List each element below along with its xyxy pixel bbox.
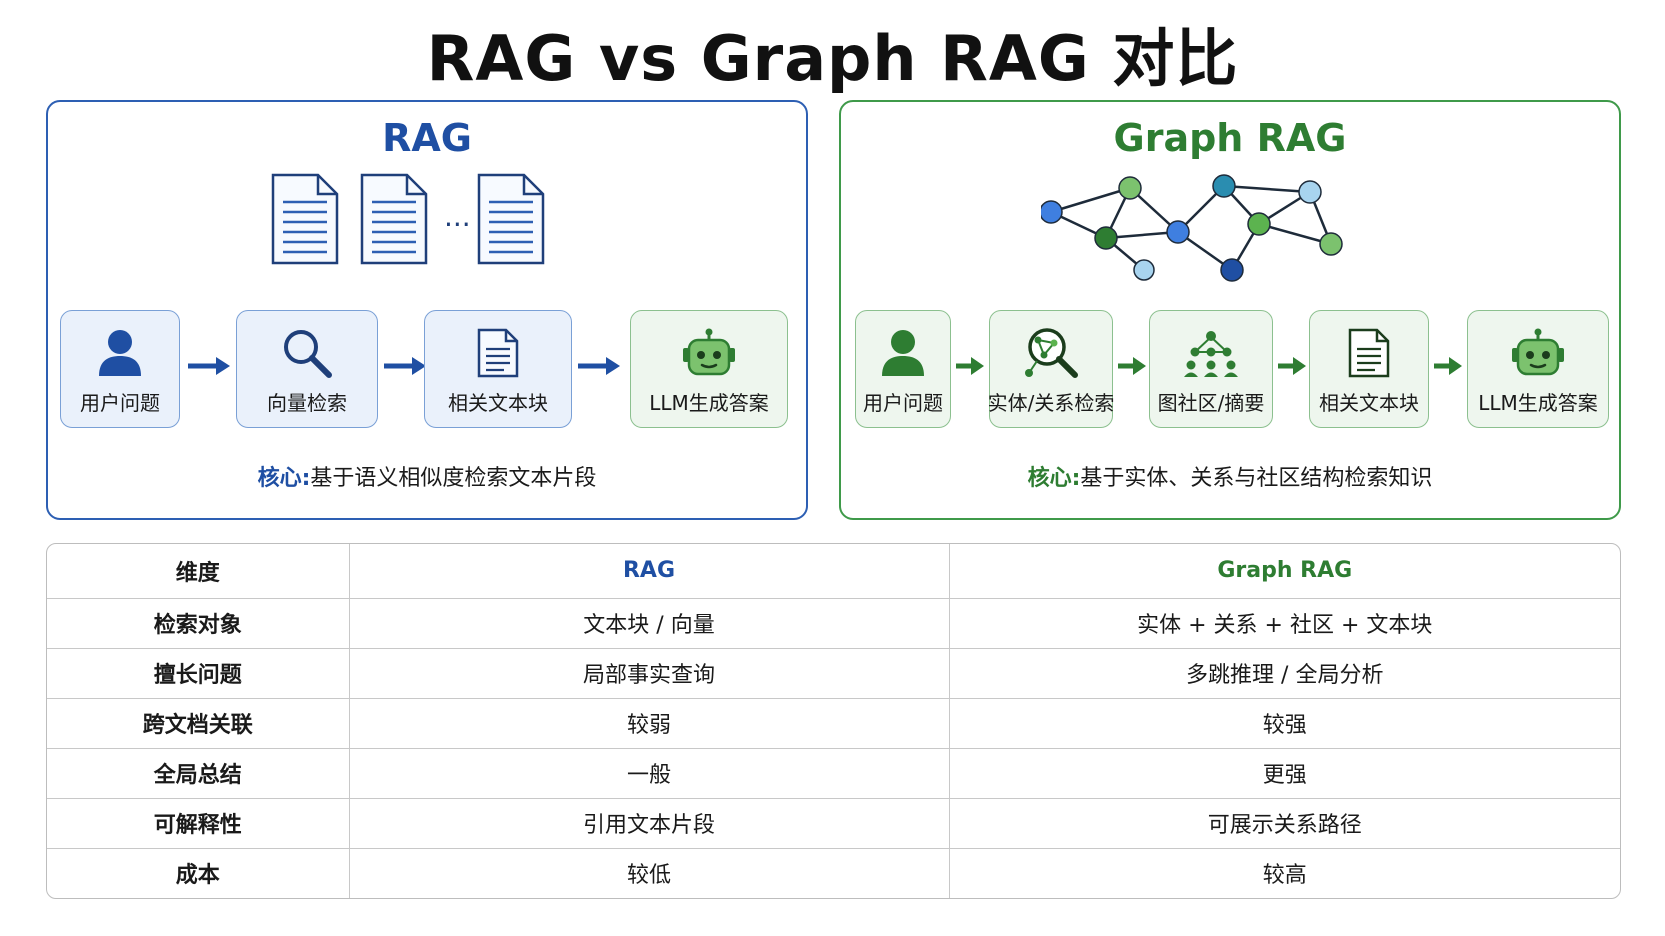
graph-node (1041, 200, 1063, 224)
rag-core-text: 基于语义相似度检索文本片段 (310, 466, 597, 491)
community-icon (1184, 331, 1238, 377)
arrow-right-icon (956, 357, 984, 375)
graph-rag-panel: Graph RAG (839, 100, 1621, 520)
arrow-right-icon (1118, 357, 1146, 375)
row-rag-value: 局部事实查询 (348, 647, 950, 699)
rag-step-label: 相关文本块 (448, 391, 548, 415)
row-graph-value: 多跳推理 / 全局分析 (948, 647, 1620, 699)
row-rag-value: 较低 (348, 847, 950, 898)
graph-node (1094, 226, 1118, 250)
user-icon (882, 330, 924, 376)
arrow-right-icon (1278, 357, 1306, 375)
document-icon (271, 173, 339, 265)
row-dimension: 可解释性 (47, 797, 350, 849)
graph-node (1298, 180, 1322, 204)
graph-core-key: 核心: (1027, 466, 1081, 491)
graph-step-related-chunks: 相关文本块 (1309, 310, 1429, 428)
arrow-right-icon (578, 357, 620, 375)
graph-node (1220, 258, 1244, 282)
document-icon (477, 328, 519, 378)
row-graph-value: 更强 (948, 747, 1620, 799)
table-row: 成本 较低 较高 (47, 847, 1620, 898)
row-graph-value: 较强 (948, 697, 1620, 749)
row-dimension: 跨文档关联 (47, 697, 350, 749)
rag-step-label: 向量检索 (267, 391, 347, 415)
page-title: RAG vs Graph RAG 对比 (426, 22, 1239, 95)
graph-step-label: 图社区/摘要 (1157, 391, 1265, 415)
graph-step-label: LLM生成答案 (1478, 391, 1598, 415)
graph-node (1212, 174, 1236, 198)
knowledge-graph-illustration (1041, 174, 1343, 282)
rag-panel: RAG ··· 用户问题 (46, 100, 808, 520)
arrow-right-icon (188, 357, 230, 375)
graph-step-label: 相关文本块 (1319, 391, 1419, 415)
rag-core-key: 核心: (257, 466, 311, 491)
ellipsis: ··· (444, 208, 471, 241)
row-dimension: 成本 (47, 847, 350, 898)
row-rag-value: 较弱 (348, 697, 950, 749)
document-icon (477, 173, 545, 265)
rag-core-caption: 核心:基于语义相似度检索文本片段 (48, 460, 806, 492)
table-row: 可解释性 引用文本片段 可展示关系路径 (47, 797, 1620, 849)
graph-step-entity-search: 实体/关系检索 (987, 310, 1115, 428)
graph-rag-panel-title: Graph RAG (1113, 116, 1347, 160)
rag-step-user-question: 用户问题 (60, 310, 180, 428)
graph-step-user-question: 用户问题 (855, 310, 951, 428)
graph-search-icon (1025, 328, 1078, 378)
rag-step-label: 用户问题 (80, 391, 160, 415)
graph-node (1166, 220, 1190, 244)
user-icon (99, 330, 141, 376)
header-rag: RAG (348, 544, 950, 599)
graph-node (1118, 176, 1142, 200)
robot-icon (1512, 328, 1564, 376)
row-rag-value: 文本块 / 向量 (348, 597, 950, 649)
row-rag-value: 引用文本片段 (348, 797, 950, 849)
graph-step-community-summary: 图社区/摘要 (1149, 310, 1273, 428)
graph-node (1319, 232, 1343, 256)
rag-step-label: LLM生成答案 (649, 391, 769, 415)
row-rag-value: 一般 (348, 747, 950, 799)
graph-node (1133, 259, 1155, 281)
graph-step-label: 实体/关系检索 (987, 391, 1115, 415)
row-graph-value: 较高 (948, 847, 1620, 898)
robot-icon (683, 328, 735, 376)
row-dimension: 检索对象 (47, 597, 350, 649)
row-graph-value: 可展示关系路径 (948, 797, 1620, 849)
graph-step-label: 用户问题 (863, 391, 943, 415)
rag-step-llm-answer: LLM生成答案 (630, 310, 788, 428)
header-dimension: 维度 (47, 544, 350, 599)
table-row: 跨文档关联 较弱 较强 (47, 697, 1620, 749)
document-icon (1348, 328, 1390, 378)
row-graph-value: 实体 + 关系 + 社区 + 文本块 (948, 597, 1620, 649)
document-stack: ··· (270, 172, 570, 272)
graph-node (1247, 212, 1271, 236)
row-dimension: 全局总结 (47, 747, 350, 799)
comparison-table: 维度 RAG Graph RAG 检索对象 文本块 / 向量 实体 + 关系 +… (46, 543, 1621, 899)
graph-step-llm-answer: LLM生成答案 (1467, 310, 1609, 428)
graph-core-caption: 核心:基于实体、关系与社区结构检索知识 (841, 460, 1619, 492)
rag-step-vector-search: 向量检索 (236, 310, 378, 428)
arrow-right-icon (1434, 357, 1462, 375)
table-row: 检索对象 文本块 / 向量 实体 + 关系 + 社区 + 文本块 (47, 597, 1620, 649)
table-row: 擅长问题 局部事实查询 多跳推理 / 全局分析 (47, 647, 1620, 699)
table-row: 全局总结 一般 更强 (47, 747, 1620, 799)
document-icon (360, 173, 428, 265)
table-header-row: 维度 RAG Graph RAG (47, 544, 1620, 599)
row-dimension: 擅长问题 (47, 647, 350, 699)
search-icon (284, 330, 332, 378)
graph-core-text: 基于实体、关系与社区结构检索知识 (1080, 466, 1433, 491)
rag-step-related-chunks: 相关文本块 (424, 310, 572, 428)
arrow-right-icon (384, 357, 426, 375)
header-graph-rag: Graph RAG (948, 544, 1620, 599)
rag-panel-title: RAG (382, 116, 472, 160)
